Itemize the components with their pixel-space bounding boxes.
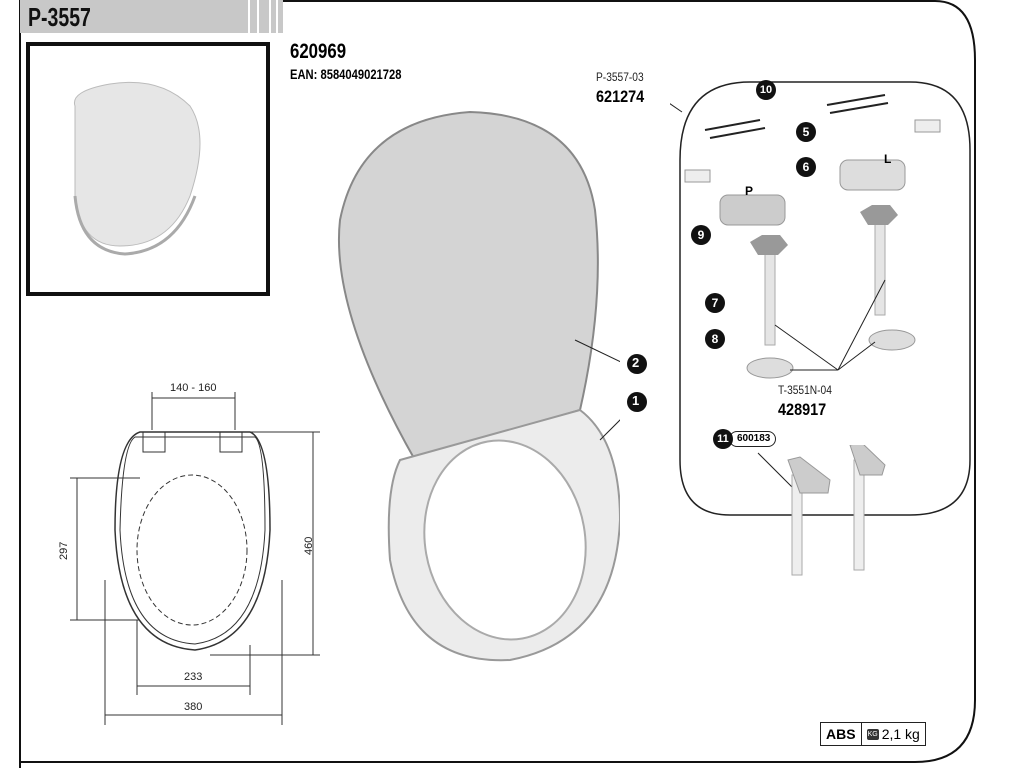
callout-7: 7 bbox=[705, 293, 725, 313]
callout-2 bbox=[627, 354, 647, 374]
callout-1 bbox=[627, 392, 647, 412]
callout-1-label: 1 bbox=[632, 393, 640, 408]
weight-spec: KG 2,1 kg bbox=[862, 726, 925, 742]
product-preview bbox=[26, 42, 270, 296]
header-bar bbox=[20, 0, 248, 33]
hinge-letter-right: P bbox=[745, 184, 754, 198]
header-stripe bbox=[250, 0, 257, 33]
dimension-drawing bbox=[70, 392, 320, 725]
bolt-set-ref: T-3551N-04 bbox=[778, 383, 832, 397]
callout-5: 5 bbox=[796, 122, 816, 142]
hinge-set-ref: P-3557-03 bbox=[596, 70, 644, 84]
dim-top-width: 140 - 160 bbox=[170, 382, 217, 394]
dim-total-length: 460 bbox=[303, 536, 315, 555]
header-stripe bbox=[271, 0, 276, 33]
dim-inner-width: 233 bbox=[184, 671, 203, 683]
hinge-kit-drawing bbox=[670, 81, 971, 516]
header-stripe bbox=[259, 0, 269, 33]
weight-kg-icon: KG bbox=[866, 728, 879, 740]
callout-10: 10 bbox=[756, 80, 776, 100]
callout-2-label: 2 bbox=[632, 355, 640, 370]
hinge-set-code: 621274 bbox=[596, 87, 645, 106]
page-title: P-3557 bbox=[28, 2, 91, 32]
callout-9: 9 bbox=[691, 225, 711, 245]
bolt-set-code: 428917 bbox=[778, 400, 827, 419]
header-stripe bbox=[278, 0, 283, 33]
accessory-badge: 11 600183 bbox=[713, 429, 777, 449]
toilet-seat-drawing bbox=[337, 110, 620, 662]
callout-11: 11 bbox=[713, 429, 733, 449]
weight-value: 2,1 kg bbox=[881, 726, 920, 742]
callout-8: 8 bbox=[705, 329, 725, 349]
dim-inner-length: 297 bbox=[58, 541, 70, 560]
product-code: 620969 bbox=[290, 40, 347, 63]
fixing-bolts-drawing bbox=[757, 445, 886, 576]
hinge-letter-left: L bbox=[884, 152, 892, 166]
seat-preview-image bbox=[73, 81, 201, 256]
callout-6: 6 bbox=[796, 157, 816, 177]
material-label: ABS bbox=[821, 723, 862, 745]
spec-box: ABS KG 2,1 kg bbox=[820, 722, 926, 746]
ean-code: EAN: 8584049021728 bbox=[290, 66, 402, 82]
dim-total-width: 380 bbox=[184, 701, 203, 713]
